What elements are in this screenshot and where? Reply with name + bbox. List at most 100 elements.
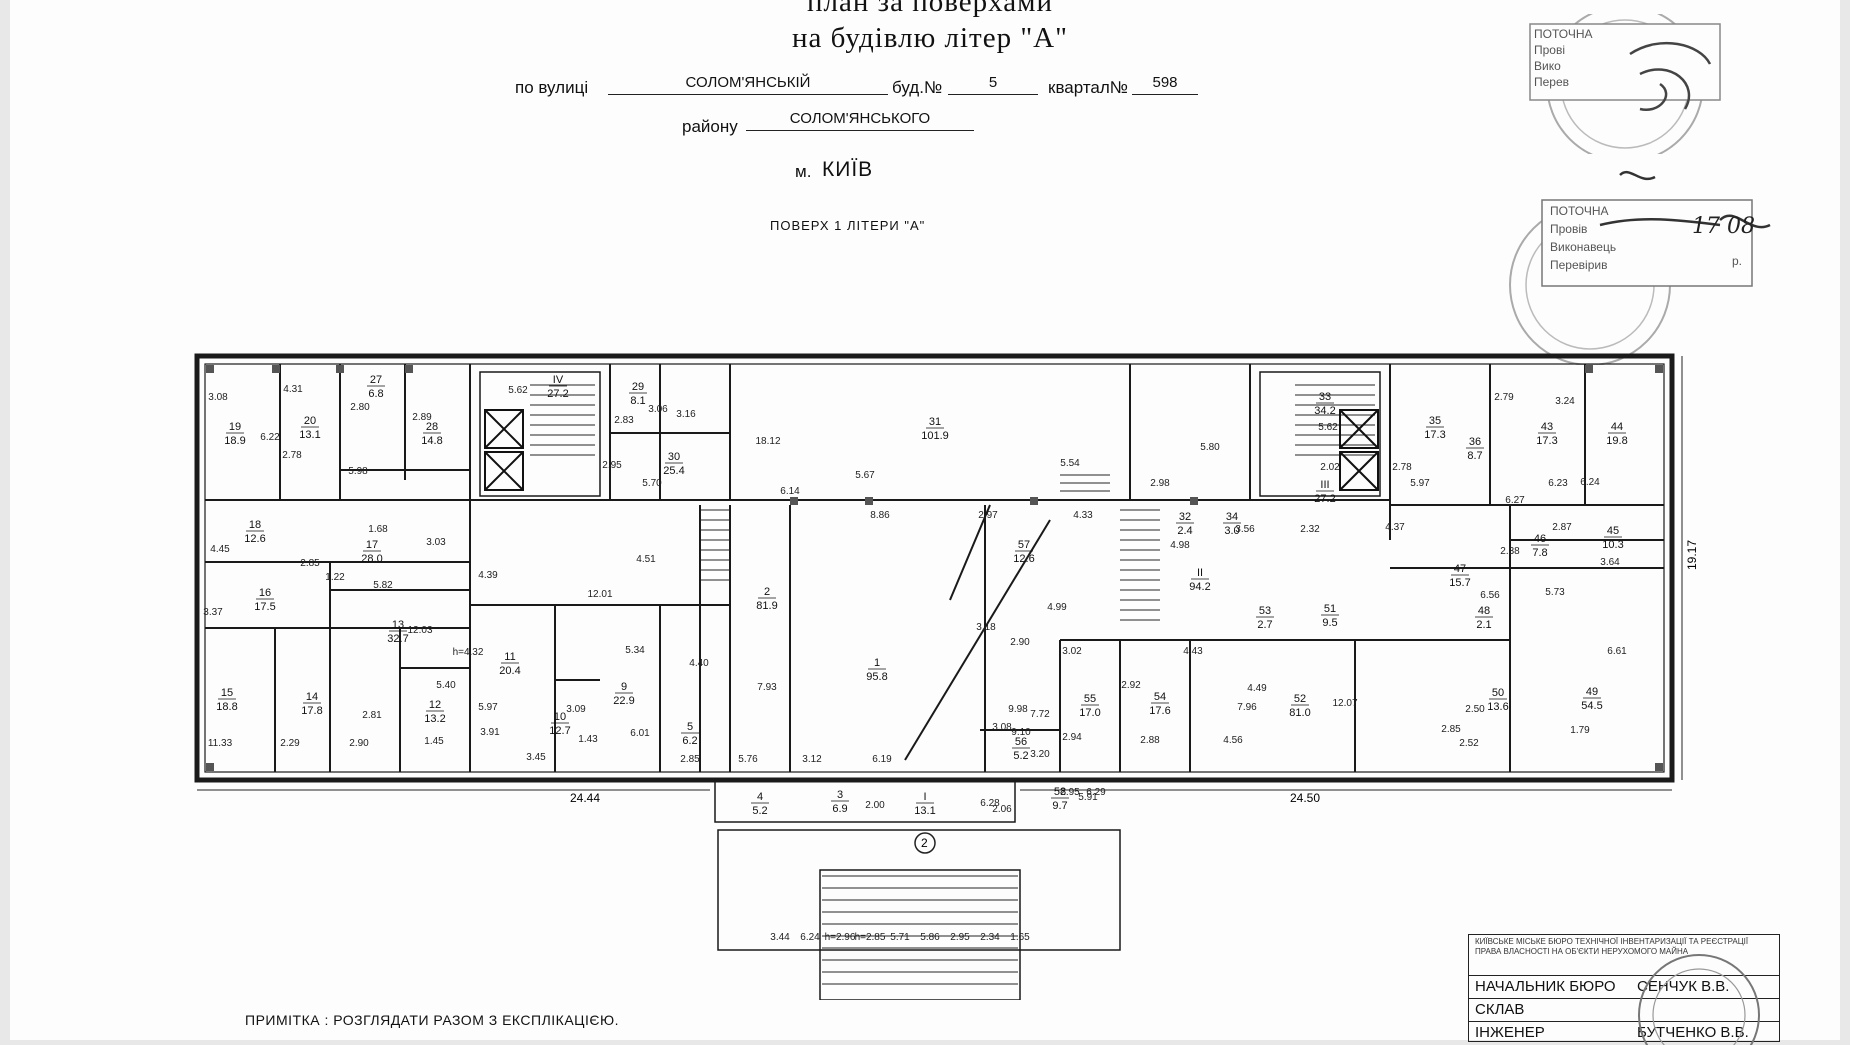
dimension-label: 3.24	[1555, 396, 1575, 407]
dimension-label: h=2.85	[855, 932, 886, 943]
room-number: 57	[1018, 539, 1030, 551]
dimension-label: 4.43	[1183, 646, 1203, 657]
room-area: 6.8	[368, 388, 383, 400]
room-area: 14.8	[421, 435, 442, 447]
dimension-label: 6.29	[1086, 787, 1106, 798]
dimension-label: 9.98	[1008, 704, 1028, 715]
room-area: 12.6	[244, 533, 265, 545]
plan-sheet: план за поверхами на будівлю літер "А" п…	[10, 0, 1840, 1045]
dimension-label: 5.62	[508, 385, 528, 396]
dimension-label: 12.03	[407, 625, 432, 636]
dimension-label: 1.65	[1010, 932, 1030, 943]
room-area: 3.0	[1224, 525, 1239, 537]
dimension-label: 5.62	[1318, 422, 1338, 433]
dimension-label: 3.08	[992, 722, 1012, 733]
room-number: 54	[1154, 691, 1166, 703]
dimension-label: 2.95	[1060, 787, 1080, 798]
dimension-label: 2.38	[1500, 546, 1520, 557]
room-area: 27.2	[1314, 493, 1335, 505]
dimension-label: 6.28	[980, 798, 1000, 809]
dimension-label: 1.45	[424, 736, 444, 747]
dimension-label: 11.33	[208, 738, 233, 749]
room-area: 28.0	[361, 553, 382, 565]
dimension-label: 2.02	[1320, 462, 1340, 473]
room-area: 81.0	[1289, 707, 1310, 719]
room-number: 14	[306, 691, 318, 703]
room-number: 31	[929, 416, 941, 428]
room-area: 17.3	[1424, 429, 1445, 441]
dimension-label: 2.79	[1494, 392, 1514, 403]
room-number: 55	[1084, 693, 1096, 705]
dimension-label: 2.00	[865, 800, 885, 811]
dimension-label: 4.31	[283, 384, 303, 395]
room-number: 30	[668, 451, 680, 463]
room-number: 32	[1179, 511, 1191, 523]
dimension-label: 2.78	[282, 450, 302, 461]
dimension-label: 6.24	[1580, 477, 1600, 488]
dimension-label: 3.12	[802, 754, 822, 765]
dimension-label: 4.98	[1170, 540, 1190, 551]
dimension-label: 6.56	[1480, 590, 1500, 601]
dimension-label: 1.79	[1570, 725, 1590, 736]
dimension-label: 6.23	[1548, 478, 1568, 489]
dimension-label: 3.09	[566, 704, 586, 715]
room-number: 52	[1294, 693, 1306, 705]
room-area: 22.9	[613, 695, 634, 707]
dimension-label: 5.70	[642, 478, 662, 489]
dimension-label: 7.72	[1030, 709, 1050, 720]
room-number: 47	[1454, 563, 1466, 575]
dimension-label: h=2.96	[825, 932, 856, 943]
room-number: 1	[874, 657, 880, 669]
dimension-label: 3.44	[770, 932, 790, 943]
room-area: 2.4	[1177, 525, 1192, 537]
dimension-label: 8.86	[870, 510, 890, 521]
room-number: 11	[504, 651, 515, 663]
room-area: 17.8	[301, 705, 322, 717]
dimension-label: 5.91	[1078, 792, 1098, 803]
dimension-label: 3.20	[1030, 749, 1050, 760]
room-number: 3	[837, 789, 843, 801]
title-block-row: СКЛАВ	[1469, 999, 1779, 1022]
dimension-label: 3.08	[208, 392, 228, 403]
building-label: буд.№	[892, 78, 943, 97]
dimension-label: 2.95	[602, 460, 622, 471]
room-number: 56	[1015, 736, 1027, 748]
document-title-line1: план за поверхами	[807, 0, 1053, 18]
dimension-label: 5.73	[1545, 587, 1565, 598]
city-name: КИЇВ	[822, 158, 874, 181]
dimension-label: 5.80	[1200, 442, 1220, 453]
room-number: 58	[1054, 786, 1066, 798]
dimension-label: 3.56	[1235, 524, 1255, 535]
dimension-label: 2.85	[1441, 724, 1461, 735]
room-area: 5.2	[752, 805, 767, 817]
dimension-label: 4.45	[210, 544, 230, 555]
dimension-label: 12.01	[587, 589, 612, 600]
room-number: III	[1320, 479, 1329, 491]
room-area: 13.1	[299, 429, 320, 441]
dimension-label: 9.10	[1011, 727, 1031, 738]
room-number: 4	[757, 791, 763, 803]
dimension-label: 5.34	[625, 645, 645, 656]
dimension-label: 6.22	[260, 432, 280, 443]
room-area: 5.2	[1013, 750, 1028, 762]
room-number: 19	[229, 421, 241, 433]
dimension-label: 5.54	[1060, 458, 1080, 469]
room-number: 2	[764, 586, 770, 598]
district-label: району	[682, 117, 738, 136]
room-area: 17.5	[254, 601, 275, 613]
room-area: 81.9	[756, 600, 777, 612]
dimension-label: 4.39	[478, 570, 498, 581]
dimension-label: 6.61	[1607, 646, 1627, 657]
dimension-label: 2.83	[614, 415, 634, 426]
room-number: 13	[392, 619, 404, 631]
dimension-label: 4.37	[1385, 522, 1405, 533]
room-number: 16	[259, 587, 271, 599]
dimension-label: 2.29	[280, 738, 300, 749]
room-number: 15	[221, 687, 233, 699]
dimension-label: 3.02	[1062, 646, 1082, 657]
dimension-label: 3.64	[1600, 557, 1620, 568]
dimension-label: 2.87	[1552, 522, 1572, 533]
room-area: 8.1	[630, 395, 645, 407]
dimension-label: 2.85	[300, 558, 320, 569]
dimension-label: 5.98	[348, 466, 368, 477]
